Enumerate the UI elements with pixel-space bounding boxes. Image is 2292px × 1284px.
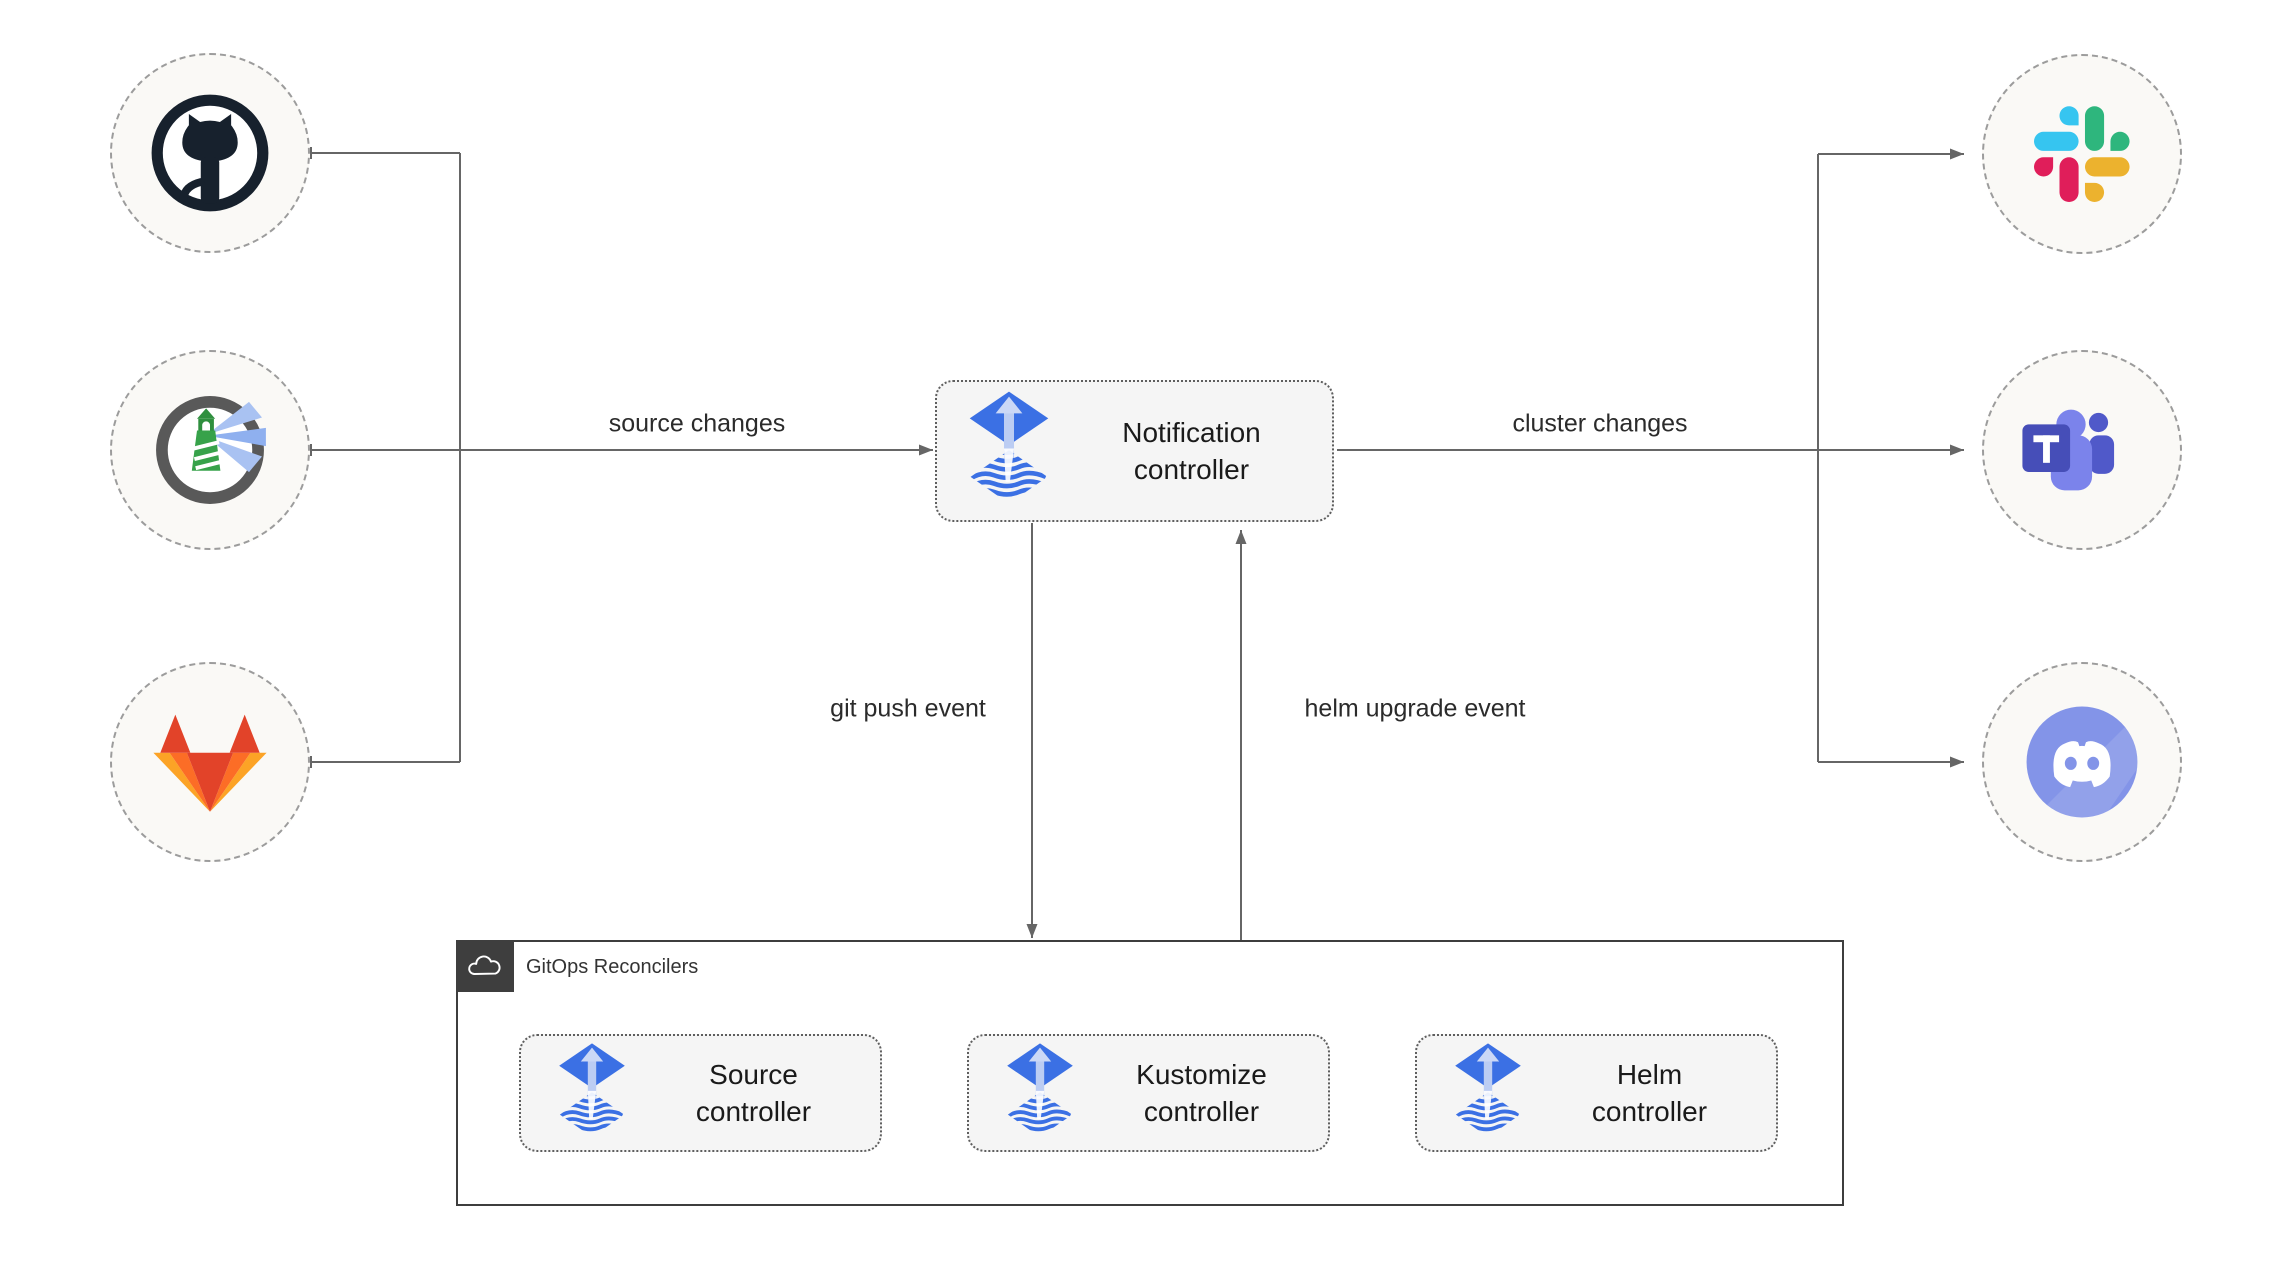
gitops-reconcilers-badge [456, 940, 514, 992]
harbor-node [110, 350, 310, 550]
notification-controller-label: Notification controller [1122, 417, 1261, 485]
slack-node [1982, 54, 2182, 254]
source-controller-box: Source controller [519, 1034, 882, 1152]
flux-icon [557, 1042, 627, 1144]
slack-icon [2034, 106, 2130, 202]
gitops-reconcilers-title: GitOps Reconcilers [526, 956, 699, 978]
flux-icon [1005, 1042, 1075, 1144]
source-controller-label: Source controller [695, 1059, 812, 1127]
kustomize-controller-box: Kustomize controller [967, 1034, 1330, 1152]
gitlab-node [110, 662, 310, 862]
flux-icon [967, 390, 1051, 512]
source-changes-label: source changes [608, 409, 786, 438]
gitops-reconcilers-container: GitOps Reconcilers Source controller Kus… [456, 940, 1844, 1206]
helm-controller-label: Helm controller [1591, 1059, 1708, 1127]
git-push-event-label: git push event [830, 694, 986, 723]
discord-icon [2026, 706, 2138, 818]
github-icon [151, 94, 269, 212]
discord-node [1982, 662, 2182, 862]
helm-upgrade-event-label: helm upgrade event [1304, 694, 1526, 723]
gitlab-icon [153, 714, 267, 812]
teams-node [1982, 350, 2182, 550]
cloud-icon [468, 955, 501, 975]
flux-icon [1453, 1042, 1523, 1144]
helm-controller-box: Helm controller [1415, 1034, 1778, 1152]
kustomize-controller-label: Kustomize controller [1136, 1059, 1267, 1127]
harbor-icon [156, 396, 266, 504]
teams-icon [2022, 409, 2115, 491]
github-node [110, 53, 310, 253]
cluster-changes-label: cluster changes [1512, 409, 1688, 438]
notification-controller-box: Notification controller [935, 380, 1334, 522]
